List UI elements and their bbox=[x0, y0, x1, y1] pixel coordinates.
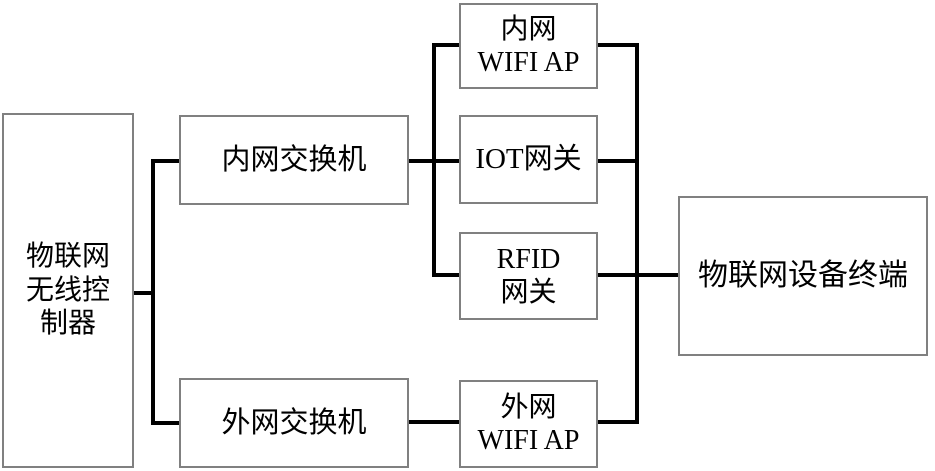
connector-right-bus bbox=[598, 43, 639, 424]
node-label: IOT网关 bbox=[475, 143, 582, 176]
connector-left-bus bbox=[432, 43, 459, 277]
node-label: 外网交换机 bbox=[221, 406, 367, 439]
node-label: 外网 WIFI AP bbox=[477, 391, 580, 456]
node-label: 内网 WIFI AP bbox=[477, 13, 580, 78]
node-label: 内网交换机 bbox=[221, 143, 367, 176]
node-label: 物联网设备终端 bbox=[698, 259, 908, 293]
node-rfid-gateway: RFID 网关 bbox=[459, 232, 598, 320]
node-label: RFID 网关 bbox=[496, 243, 561, 308]
node-iot-gateway: IOT网关 bbox=[459, 115, 598, 204]
node-external-wifi-ap: 外网 WIFI AP bbox=[459, 380, 598, 468]
node-internal-switch: 内网交换机 bbox=[179, 115, 409, 205]
connector-trunk-bus bbox=[151, 159, 179, 425]
node-external-switch: 外网交换机 bbox=[179, 378, 409, 468]
node-iot-device-terminal: 物联网设备终端 bbox=[678, 196, 928, 356]
node-label: 物联网 无线控 制器 bbox=[25, 241, 110, 340]
node-internal-wifi-ap: 内网 WIFI AP bbox=[459, 3, 598, 89]
node-iot-wireless-controller: 物联网 无线控 制器 bbox=[2, 113, 134, 468]
